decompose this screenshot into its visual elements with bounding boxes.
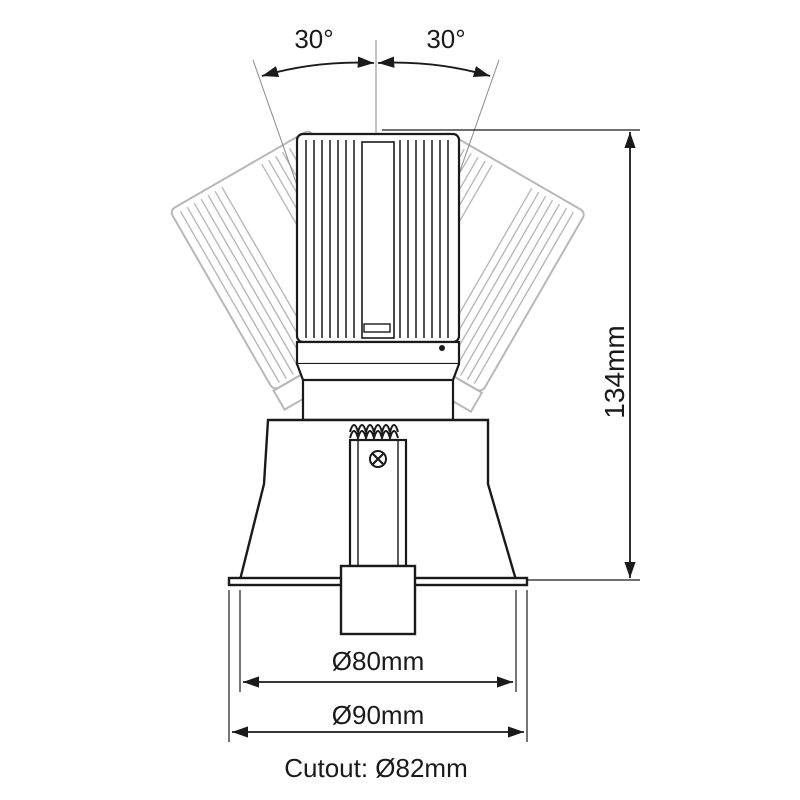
clip-foot bbox=[339, 564, 417, 636]
tilt-dimension-arcs bbox=[261, 56, 491, 77]
cutout-label: Cutout: Ø82mm bbox=[284, 753, 468, 783]
height-dimension bbox=[382, 129, 640, 581]
label-plate bbox=[363, 323, 391, 333]
diameter-dimensions bbox=[228, 590, 528, 742]
tilt-arc-left bbox=[261, 56, 375, 77]
lamp-body bbox=[295, 363, 461, 422]
tilt-right-label: 30° bbox=[426, 24, 465, 54]
heatsink-upright bbox=[295, 132, 461, 366]
outer-diameter-label: Ø90mm bbox=[332, 700, 424, 730]
spring-clip bbox=[339, 424, 417, 636]
inner-diameter-label: Ø80mm bbox=[332, 646, 424, 676]
tilt-left-label: 30° bbox=[294, 24, 333, 54]
tilt-arc-right bbox=[377, 56, 491, 77]
heatsink-collar bbox=[295, 340, 461, 366]
spring-coil bbox=[349, 424, 399, 442]
collar-screw bbox=[439, 345, 445, 351]
height-label: 134mm bbox=[599, 325, 630, 418]
